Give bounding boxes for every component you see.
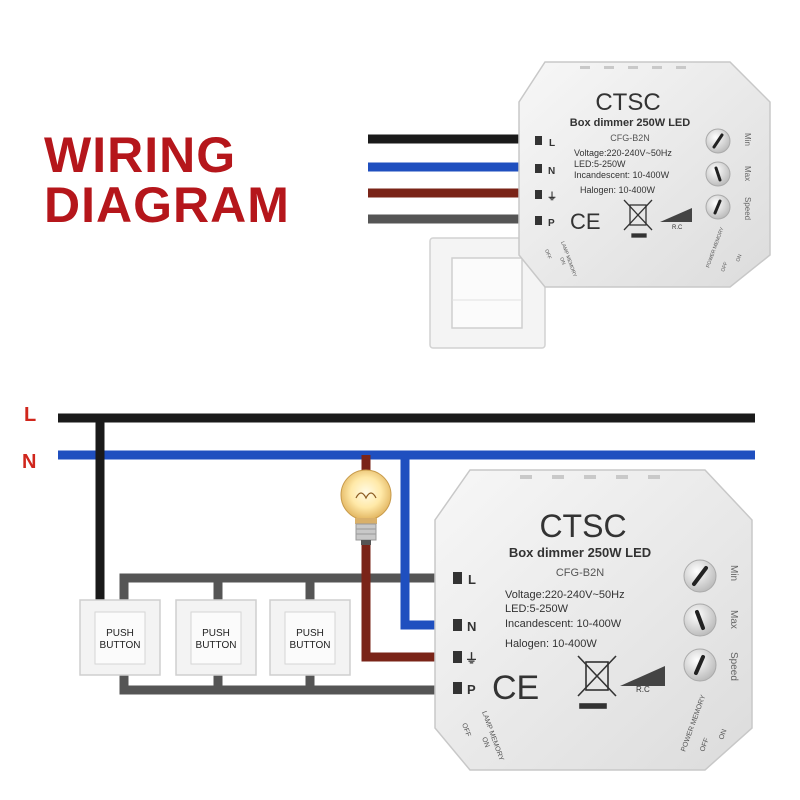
terminal-label-p: P [467, 682, 476, 697]
dimmer-body [434, 469, 753, 771]
lamp-memory-off: OFF [460, 722, 471, 738]
terminal-blocks [453, 572, 462, 694]
light-bulb [340, 469, 392, 545]
knob-label-max: Max [728, 610, 739, 629]
spec-incandescent: Incandescent: 10-400W [574, 170, 670, 180]
knob-label-speed: Speed [728, 652, 739, 681]
dim-ramp-icon [620, 666, 665, 686]
dim-ramp-icon [660, 208, 692, 222]
terminal-label-l: L [468, 572, 476, 587]
power-memory-off: OFF [720, 261, 729, 272]
brand-name: CTSC [539, 508, 626, 544]
spec-halogen: Halogen: 10-400W [580, 185, 656, 195]
model-name: Box dimmer 250W LED [570, 117, 690, 129]
weee-bin-icon [577, 655, 617, 709]
push-button-1-line2: BUTTON [100, 640, 141, 651]
top-input-wires [368, 134, 540, 224]
knob-min[interactable] [683, 559, 717, 593]
terminal-label-l: L [549, 138, 555, 149]
terminal-label-earth: ⏚ [465, 651, 478, 666]
push-button-2-line2: BUTTON [196, 640, 237, 651]
push-button-2-line1: PUSH [202, 628, 230, 639]
push-button-1[interactable]: PUSH BUTTON [79, 599, 161, 676]
model-code: CFG-B2N [556, 567, 604, 579]
knob-label-min: Min [728, 565, 739, 581]
knob-min[interactable] [705, 128, 731, 154]
spec-voltage: Voltage:220-240V~50Hz [505, 589, 625, 601]
knob-max[interactable] [705, 161, 731, 187]
diagram-title-line2: DIAGRAM [44, 177, 290, 233]
bus-label-live: L [24, 404, 37, 426]
spec-voltage: Voltage:220-240V~50Hz [574, 148, 672, 158]
push-button-1-line1: PUSH [106, 628, 134, 639]
spec-led: LED:5-250W [574, 159, 626, 169]
lamp-memory-on: ON [558, 257, 566, 266]
push-button-3-line2: BUTTON [290, 640, 331, 651]
spec-incandescent: Incandescent: 10-400W [505, 618, 622, 630]
knob-label-speed: Speed [743, 197, 752, 220]
power-memory-on: ON [718, 728, 728, 740]
vent-slots [580, 66, 686, 69]
diagram-title-line1: WIRING [44, 127, 237, 183]
spec-led: LED:5-250W [505, 603, 569, 615]
model-code: CFG-B2N [610, 133, 650, 143]
terminal-label-n: N [467, 619, 476, 634]
knob-label-min: Min [743, 133, 752, 146]
dimmer-body [518, 61, 771, 288]
weee-bin-icon [623, 199, 653, 238]
model-name: Box dimmer 250W LED [509, 545, 651, 560]
vent-slots [520, 475, 660, 479]
knob-speed[interactable] [683, 648, 717, 682]
knob-max[interactable] [683, 603, 717, 637]
knob-label-max: Max [743, 166, 752, 181]
knob-speed[interactable] [705, 194, 731, 220]
dimmer-module-top: CTSC Box dimmer 250W LED CFG-B2N Voltage… [518, 61, 771, 288]
terminal-label-p: P [548, 218, 555, 229]
lamp-memory-on: ON [480, 736, 490, 748]
wall-switch [429, 237, 546, 349]
lamp-load-wire [361, 545, 465, 662]
spec-halogen: Halogen: 10-400W [505, 638, 597, 650]
terminal-label-earth: ⏚ [547, 191, 557, 203]
rc-label: R.C [672, 225, 683, 231]
brand-name: CTSC [595, 89, 660, 116]
push-button-2[interactable]: PUSH BUTTON [175, 599, 257, 676]
dimmer-module-bottom: CTSC Box dimmer 250W LED CFG-B2N Voltage… [434, 469, 753, 771]
power-memory-off: OFF [699, 737, 710, 753]
ce-mark: CE [570, 209, 601, 234]
terminal-blocks [535, 136, 542, 225]
bus-label-neutral: N [22, 451, 37, 473]
push-button-3[interactable]: PUSH BUTTON [269, 599, 351, 676]
lamp-memory-off: OFF [543, 249, 552, 260]
ce-mark: CE [492, 669, 539, 707]
push-button-3-line1: PUSH [296, 628, 324, 639]
rc-label: R.C [636, 685, 650, 694]
terminal-label-n: N [548, 166, 555, 177]
bus-wires [58, 413, 755, 460]
power-memory-on: ON [735, 253, 743, 262]
